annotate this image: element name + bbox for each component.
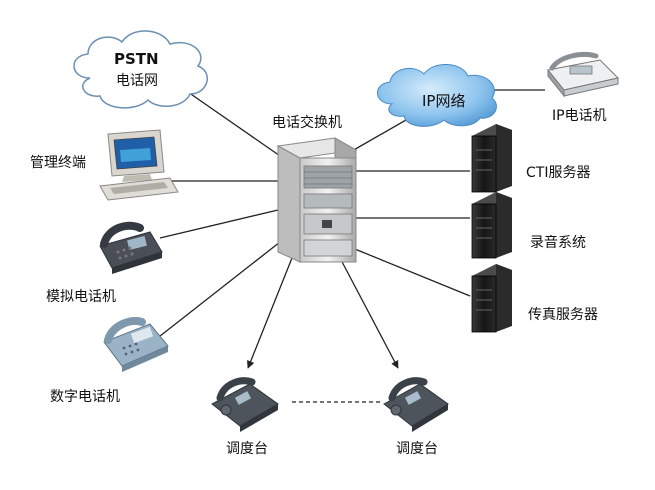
line-dispatch-right: [339, 257, 399, 369]
cti-server-icon: [471, 124, 512, 193]
dispatch-console-left-icon: [211, 377, 279, 432]
line-analog-phone: [159, 209, 279, 239]
ip-phone-icon: [547, 52, 619, 98]
ip-network-cloud: [377, 64, 497, 127]
recording-server-icon: [471, 192, 512, 259]
fax-server-icon: [471, 264, 512, 333]
dispatch-right-label: 调度台: [396, 441, 438, 457]
analog-phone-icon: [99, 221, 163, 274]
pbx-label: 电话交换机: [272, 115, 342, 131]
dispatch-left-label: 调度台: [226, 441, 268, 457]
fax-server-label: 传真服务器: [528, 307, 598, 323]
digital-phone-icon: [103, 317, 169, 372]
mgmt-terminal-label: 管理终端: [30, 155, 86, 171]
pstn-subtitle: 电话网: [116, 73, 158, 89]
recording-system-label: 录音系统: [530, 235, 586, 251]
cti-server-label: CTI服务器: [526, 165, 591, 181]
dispatch-console-right-icon: [383, 377, 449, 432]
line-dispatch-left: [246, 257, 293, 369]
line-pstn: [184, 89, 284, 159]
management-terminal-icon: [99, 129, 179, 201]
ip-phone-label: IP电话机: [552, 108, 607, 124]
ip-network-label: IP网络: [422, 92, 466, 110]
analog-phone-label: 模拟电话机: [46, 289, 116, 305]
pstn-title: PSTN: [114, 50, 159, 68]
digital-phone-label: 数字电话机: [50, 389, 120, 405]
pbx-cabinet-icon: [276, 137, 358, 263]
line-fax: [344, 244, 471, 297]
line-digital-phone: [154, 241, 281, 341]
pstn-cloud: [73, 30, 208, 109]
